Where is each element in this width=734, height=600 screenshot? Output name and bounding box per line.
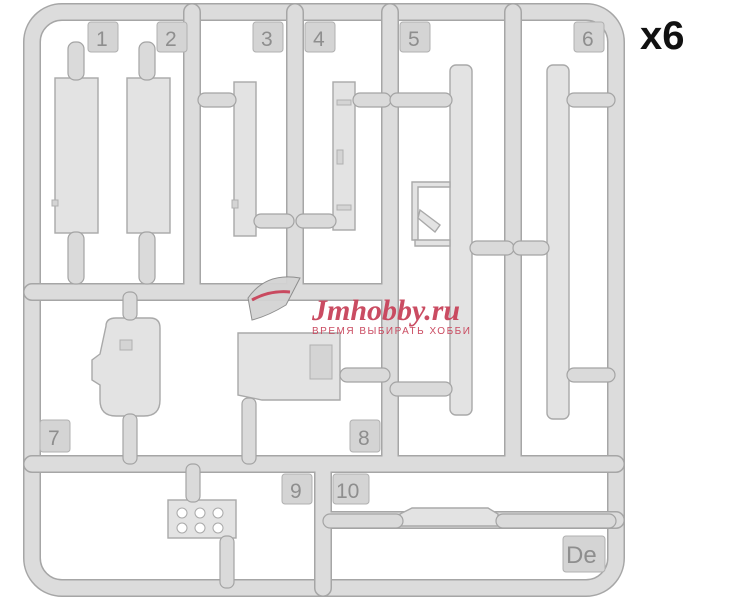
part-number-1: 1 (96, 28, 108, 51)
part-10-bracket (322, 507, 617, 529)
sprue-code: De (566, 542, 597, 569)
part-number-7: 7 (48, 427, 60, 450)
part-number-4: 4 (313, 28, 325, 51)
part-number-tabs (39, 21, 606, 573)
part-9-grille (167, 463, 237, 589)
sprue-runners (23, 3, 625, 597)
part-7-seat (91, 291, 161, 465)
part-3-bar (197, 81, 295, 237)
part-number-5: 5 (408, 28, 420, 51)
part-number-8: 8 (358, 427, 370, 450)
watermark-brand: Jmhobby.ru (311, 294, 460, 327)
part-number-6: 6 (582, 28, 594, 51)
watermark-logo: Jmhobby.ru ВРЕМЯ ВЫБИРАТЬ ХОББИ (247, 276, 471, 337)
part-number-2: 2 (165, 28, 177, 51)
part-number-10: 10 (336, 480, 359, 503)
watermark-tagline: ВРЕМЯ ВЫБИРАТЬ ХОББИ (312, 326, 471, 337)
quantity-multiplier: x6 (640, 14, 685, 58)
part-1-panel (51, 41, 99, 285)
part-8-box (237, 332, 391, 465)
part-5-tube (389, 64, 515, 416)
part-number-3: 3 (261, 28, 273, 51)
part-6-tube (512, 64, 616, 420)
part-4-bracket (295, 81, 392, 231)
part-number-9: 9 (290, 480, 302, 503)
part-2-panel (126, 41, 171, 285)
